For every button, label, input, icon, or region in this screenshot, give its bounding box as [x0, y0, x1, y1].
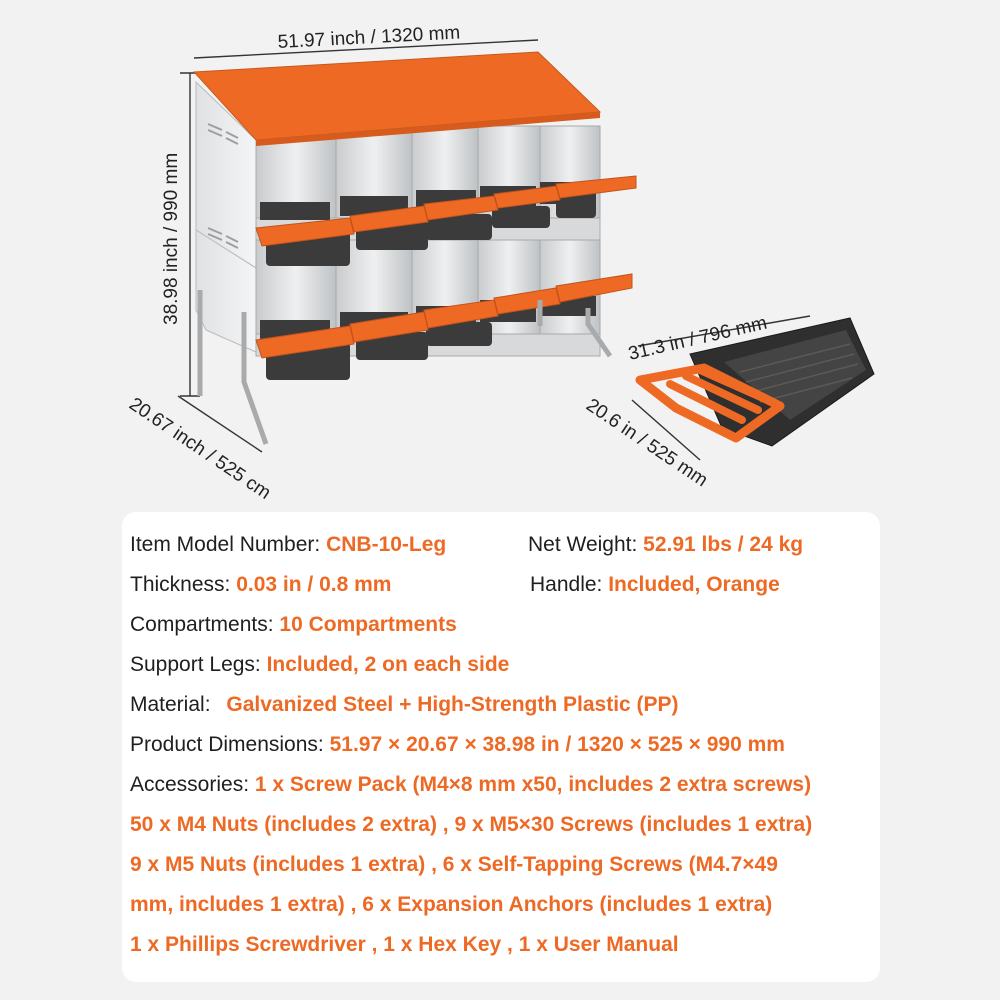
spec-legs: Support Legs: Included, 2 on each side — [130, 652, 509, 678]
specifications-card — [122, 512, 880, 982]
spec-thickness-label: Thickness: — [130, 573, 237, 596]
spec-material: Material: Galvanized Steel + High-Streng… — [130, 692, 679, 718]
dimension-lines — [177, 39, 811, 461]
roof-edge — [256, 112, 600, 146]
spec-accessories-label: Accessories: — [130, 773, 255, 796]
orange-tray-lips — [255, 175, 637, 359]
detached-tray — [635, 317, 875, 447]
spec-handle-label: Handle: — [530, 573, 609, 596]
spec-thickness: Thickness: 0.03 in / 0.8 mm — [130, 572, 391, 598]
product-illustration: 51.97 inch / 1320 mm 38.98 inch / 990 mm… — [125, 22, 875, 504]
spec-legs-value: Included, 2 on each side — [266, 653, 510, 676]
spec-weight-value: 52.91 lbs / 24 kg — [643, 533, 804, 556]
spec-model-label: Item Model Number: — [130, 533, 327, 556]
spec-weight: Net Weight: 52.91 lbs / 24 kg — [528, 532, 803, 558]
nesting-box — [192, 51, 637, 445]
spec-material-label: Material: — [130, 693, 217, 716]
spec-product-dimensions-label: Product Dimensions: — [130, 733, 330, 756]
spec-model-value: CNB-10-Leg — [326, 533, 447, 556]
accessories-line-1: 1 x Screw Pack (M4×8 mm x50, includes 2 … — [254, 773, 812, 796]
support-legs — [197, 290, 613, 445]
spec-thickness-value: 0.03 in / 0.8 mm — [236, 573, 392, 596]
spec-compartments: Compartments: 10 Compartments — [130, 612, 457, 638]
left-side-panel-lower — [195, 229, 257, 353]
accessories-line-5: 1 x Phillips Screwdriver , 1 x Hex Key ,… — [130, 933, 679, 956]
tray-width-label: 20.6 in / 525 mm — [582, 395, 711, 492]
accessories-line-4: mm, includes 1 extra) , 6 x Expansion An… — [130, 893, 773, 916]
spec-weight-label: Net Weight: — [528, 533, 644, 556]
spec-material-value: Galvanized Steel + High-Strength Plastic… — [226, 693, 679, 716]
spec-handle-value: Included, Orange — [608, 573, 780, 596]
accessories-line-2: 50 x M4 Nuts (includes 2 extra) , 9 x M5… — [130, 813, 813, 836]
spec-compartments-value: 10 Compartments — [279, 613, 457, 636]
spec-product-dimensions: Product Dimensions: 51.97 × 20.67 × 38.9… — [130, 732, 785, 758]
accessories-line-3: 9 x M5 Nuts (includes 1 extra) , 6 x Sel… — [130, 853, 778, 876]
spec-model: Item Model Number: CNB-10-Leg — [130, 532, 446, 558]
height-dimension-label: 38.98 inch / 990 mm — [161, 153, 182, 325]
spec-accessories: Accessories: 1 x Screw Pack (M4×8 mm x50… — [130, 772, 811, 798]
tray-handle — [635, 363, 785, 443]
spec-handle: Handle: Included, Orange — [530, 572, 780, 598]
spec-product-dimensions-value: 51.97 × 20.67 × 38.98 in / 1320 × 525 × … — [329, 733, 785, 756]
spec-legs-label: Support Legs: — [130, 653, 267, 676]
spec-compartments-label: Compartments: — [130, 613, 280, 636]
